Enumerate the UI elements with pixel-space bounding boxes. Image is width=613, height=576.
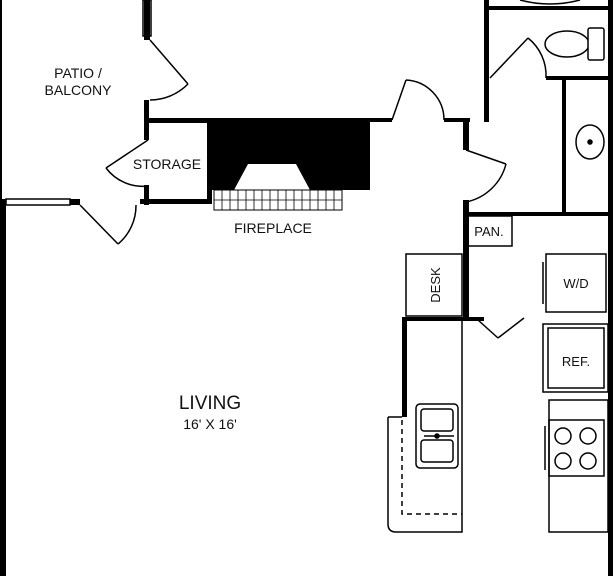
pantry-label: PAN. [474,224,503,239]
patio-right-wall [144,0,150,40]
bath-top-wall [484,6,613,10]
hall-left-wall [463,120,469,150]
fireplace-icon [212,122,370,211]
kitchen-sink-icon [415,403,459,469]
patio-label-line2: BALCONY [45,82,113,98]
door-swing-icon [79,37,547,339]
refrigerator-label: REF. [562,354,590,369]
patio-slider [5,0,152,206]
living-dimensions: 16' X 16' [183,416,237,432]
fireplace-label: FIREPLACE [234,220,312,236]
storage-bottom-wall [140,199,212,204]
bath-left-wall-lower [484,78,489,122]
kitchen-top-wall [402,317,484,321]
desk-label: DESK [428,267,443,303]
living-label: LIVING [179,393,241,414]
kitchen-counter [387,317,463,533]
storage-right-wall [207,118,212,204]
desk [405,253,463,317]
bath-left-wall [484,0,489,80]
storage-left-wall-top [144,100,149,140]
tub-edge [519,0,581,5]
storage-top-wall [144,118,212,123]
pantry-closet [465,215,513,247]
bath-mid-wall [546,76,613,80]
entry-top-wall [212,118,392,122]
laundry-top-wall [463,212,613,216]
patio-label-line1: PATIO / [54,65,102,81]
washer-dryer [542,253,607,313]
vanity-left-wall [562,80,566,214]
sink-icon [575,124,605,160]
bath-right-wall [608,0,613,576]
washer-dryer-label: W/D [563,276,588,291]
stove-icon [544,399,609,533]
storage-left-wall-bottom [144,185,149,205]
storage-label: STORAGE [133,156,201,172]
refrigerator [542,323,609,393]
living-left-wall [0,200,6,576]
hall-left-wall-lower [463,200,469,320]
entry-right-wall-top [444,118,470,122]
toilet-icon [544,27,605,61]
kitchen-left-wall [402,317,407,417]
patio-left-wall [0,0,2,200]
